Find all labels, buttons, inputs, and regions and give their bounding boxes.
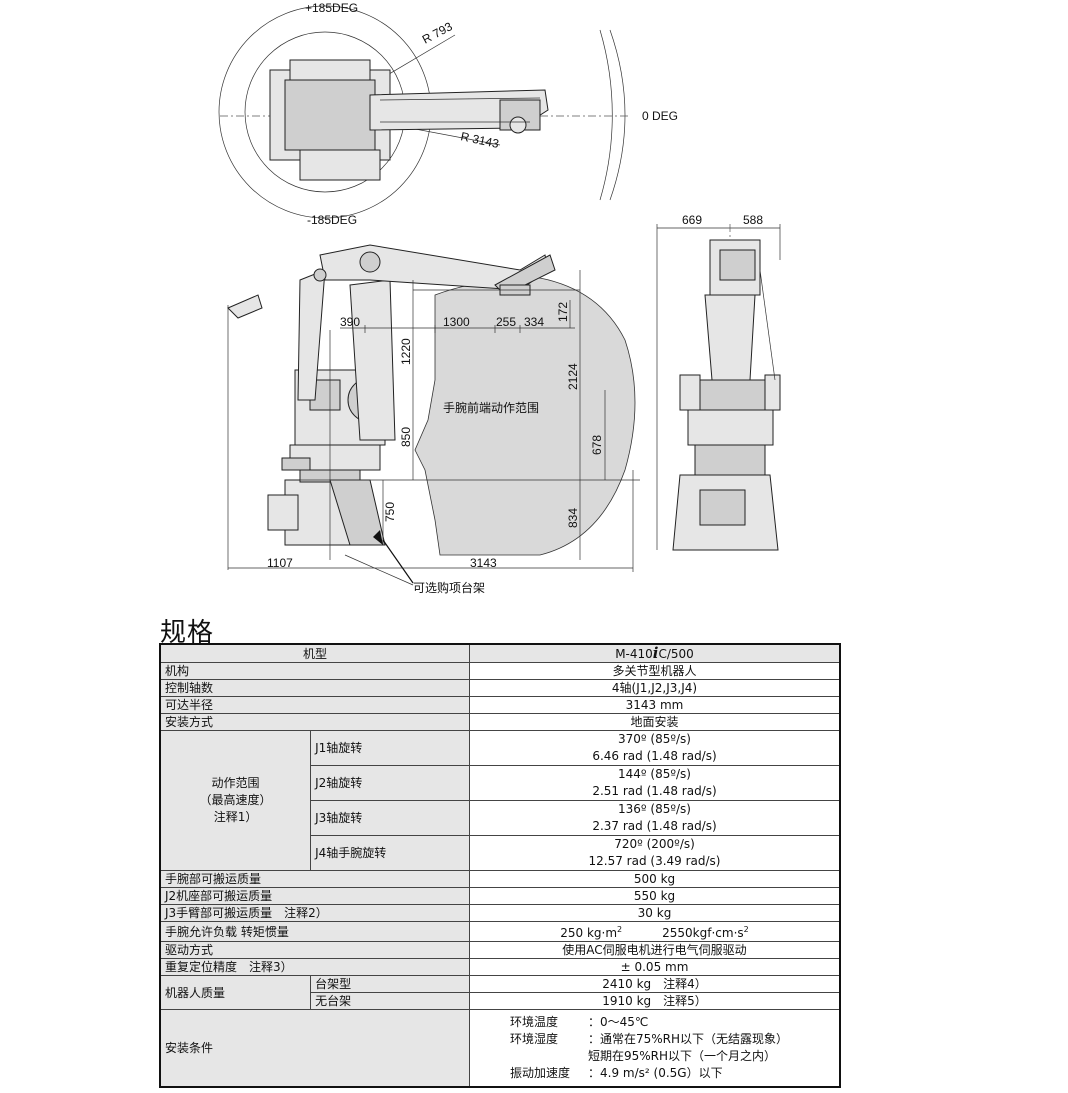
reach-value: 3143 mm — [469, 696, 841, 714]
table-row: J4轴手腕旋转 720º (200º/s)12.57 rad (3.49 rad… — [160, 835, 841, 871]
j2-payload-value: 550 kg — [469, 887, 841, 905]
dim-3143: 3143 — [470, 556, 497, 570]
dim-1107: 1107 — [267, 556, 293, 570]
with-stand-value: 2410 kg 注释4） — [469, 975, 841, 993]
dim-669: 669 — [682, 213, 702, 227]
reach-key: 可达半径 — [159, 696, 470, 714]
dim-172: 172 — [556, 302, 570, 322]
inertia-key: 手腕允许负载 转矩惯量 — [159, 921, 470, 942]
spec-table: 机型 M-410iC/500 机构 多关节型机器人 控制轴数 4轴(J1,J2,… — [159, 643, 841, 1088]
table-row: 机构 多关节型机器人 — [159, 662, 841, 680]
repeat-key: 重复定位精度 注释3） — [159, 958, 470, 976]
without-stand-value: 1910 kg 注释5） — [469, 992, 841, 1010]
r793-label: R 793 — [420, 19, 455, 47]
dim-678: 678 — [590, 435, 604, 455]
dim-834: 834 — [566, 508, 580, 528]
table-row: J3手臂部可搬运质量 注释2） 30 kg — [159, 904, 841, 922]
j3-payload-key: J3手臂部可搬运质量 注释2） — [159, 904, 470, 922]
dim-2124: 2124 — [566, 363, 580, 390]
table-row: J2轴旋转 144º (85º/s)2.51 rad (1.48 rad/s) — [160, 765, 841, 801]
j3-value: 136º (85º/s)2.37 rad (1.48 rad/s) — [469, 800, 841, 836]
dim-850: 850 — [399, 427, 413, 447]
dim-334: 334 — [524, 315, 544, 329]
dim-390: 390 — [340, 315, 360, 329]
motion-range-group: 动作范围 （最高速度） 注释1） — [159, 730, 312, 871]
j4-value: 720º (200º/s)12.57 rad (3.49 rad/s) — [469, 835, 841, 871]
option-stand-label: 可选购项台架 — [413, 580, 485, 595]
dim-1300: 1300 — [443, 315, 470, 329]
axes-value: 4轴(J1,J2,J3,J4) — [469, 679, 841, 697]
side-view: 390 1300 255 334 172 1220 2124 850 678 7… — [227, 244, 640, 595]
robot-mass-key: 机器人质量 — [159, 975, 312, 1010]
install-key: 安装条件 — [159, 1009, 470, 1088]
minus-185-label: -185DEG — [307, 213, 357, 227]
wrist-payload-value: 500 kg — [469, 870, 841, 888]
table-row: 手腕部可搬运质量 500 kg — [159, 870, 841, 888]
table-header-row: 机型 M-410iC/500 — [159, 643, 841, 663]
table-row: 机器人质量 台架型 2410 kg 注释4） — [159, 975, 841, 1010]
zero-deg-label: 0 DEG — [642, 109, 678, 123]
j1-key: J1轴旋转 — [310, 730, 470, 766]
table-row: J2机座部可搬运质量 550 kg — [159, 887, 841, 905]
install-value: 环境温度：0～45℃ 环境湿度：通常在75%RH以下（无结露现象） 短期在95%… — [469, 1009, 841, 1088]
repeat-value: ± 0.05 mm — [469, 958, 841, 976]
mechanism-key: 机构 — [159, 662, 470, 680]
front-view: 669 588 — [656, 213, 781, 551]
wrist-payload-key: 手腕部可搬运质量 — [159, 870, 470, 888]
envelope-label: 手腕前端动作范围 — [443, 400, 539, 415]
dim-255: 255 — [496, 315, 516, 329]
table-row: J3轴旋转 136º (85º/s)2.37 rad (1.48 rad/s) — [160, 800, 841, 836]
robot-dimension-drawing: +185DEG -185DEG 0 DEG R 793 R 3143 — [218, 1, 781, 595]
table-row: 动作范围 （最高速度） 注释1） J1轴旋转 370º (85º/s)6.46 … — [159, 730, 841, 871]
dim-750: 750 — [383, 502, 397, 522]
axes-key: 控制轴数 — [159, 679, 470, 697]
table-row: 安装条件 环境温度：0～45℃ 环境湿度：通常在75%RH以下（无结露现象） 短… — [159, 1009, 841, 1088]
drive-key: 驱动方式 — [159, 941, 470, 959]
drive-value: 使用AC伺服电机进行电气伺服驱动 — [469, 941, 841, 959]
dim-1220: 1220 — [399, 338, 413, 365]
j4-key: J4轴手腕旋转 — [310, 835, 470, 871]
mount-value: 地面安装 — [469, 713, 841, 731]
j3-payload-value: 30 kg — [469, 904, 841, 922]
j3-key: J3轴旋转 — [310, 800, 470, 836]
mechanism-value: 多关节型机器人 — [469, 662, 841, 680]
j2-payload-key: J2机座部可搬运质量 — [159, 887, 470, 905]
j2-key: J2轴旋转 — [310, 765, 470, 801]
table-row: 可达半径 3143 mm — [159, 696, 841, 714]
table-row: 驱动方式 使用AC伺服电机进行电气伺服驱动 — [159, 941, 841, 959]
model-key: 机型 — [159, 643, 470, 663]
j2-value: 144º (85º/s)2.51 rad (1.48 rad/s) — [469, 765, 841, 801]
with-stand-key: 台架型 — [310, 975, 470, 993]
without-stand-key: 无台架 — [310, 992, 470, 1010]
j1-value: 370º (85º/s)6.46 rad (1.48 rad/s) — [469, 730, 841, 766]
table-row: 重复定位精度 注释3） ± 0.05 mm — [159, 958, 841, 976]
table-row: 控制轴数 4轴(J1,J2,J3,J4) — [159, 679, 841, 697]
top-view: +185DEG -185DEG 0 DEG R 793 R 3143 — [218, 1, 678, 227]
model-value: M-410iC/500 — [469, 643, 841, 663]
table-row: 无台架 1910 kg 注释5） — [160, 992, 841, 1010]
dim-588: 588 — [743, 213, 763, 227]
mount-key: 安装方式 — [159, 713, 470, 731]
r3143-label: R 3143 — [459, 129, 500, 151]
plus-185-label: +185DEG — [305, 1, 358, 15]
table-row: 安装方式 地面安装 — [159, 713, 841, 731]
